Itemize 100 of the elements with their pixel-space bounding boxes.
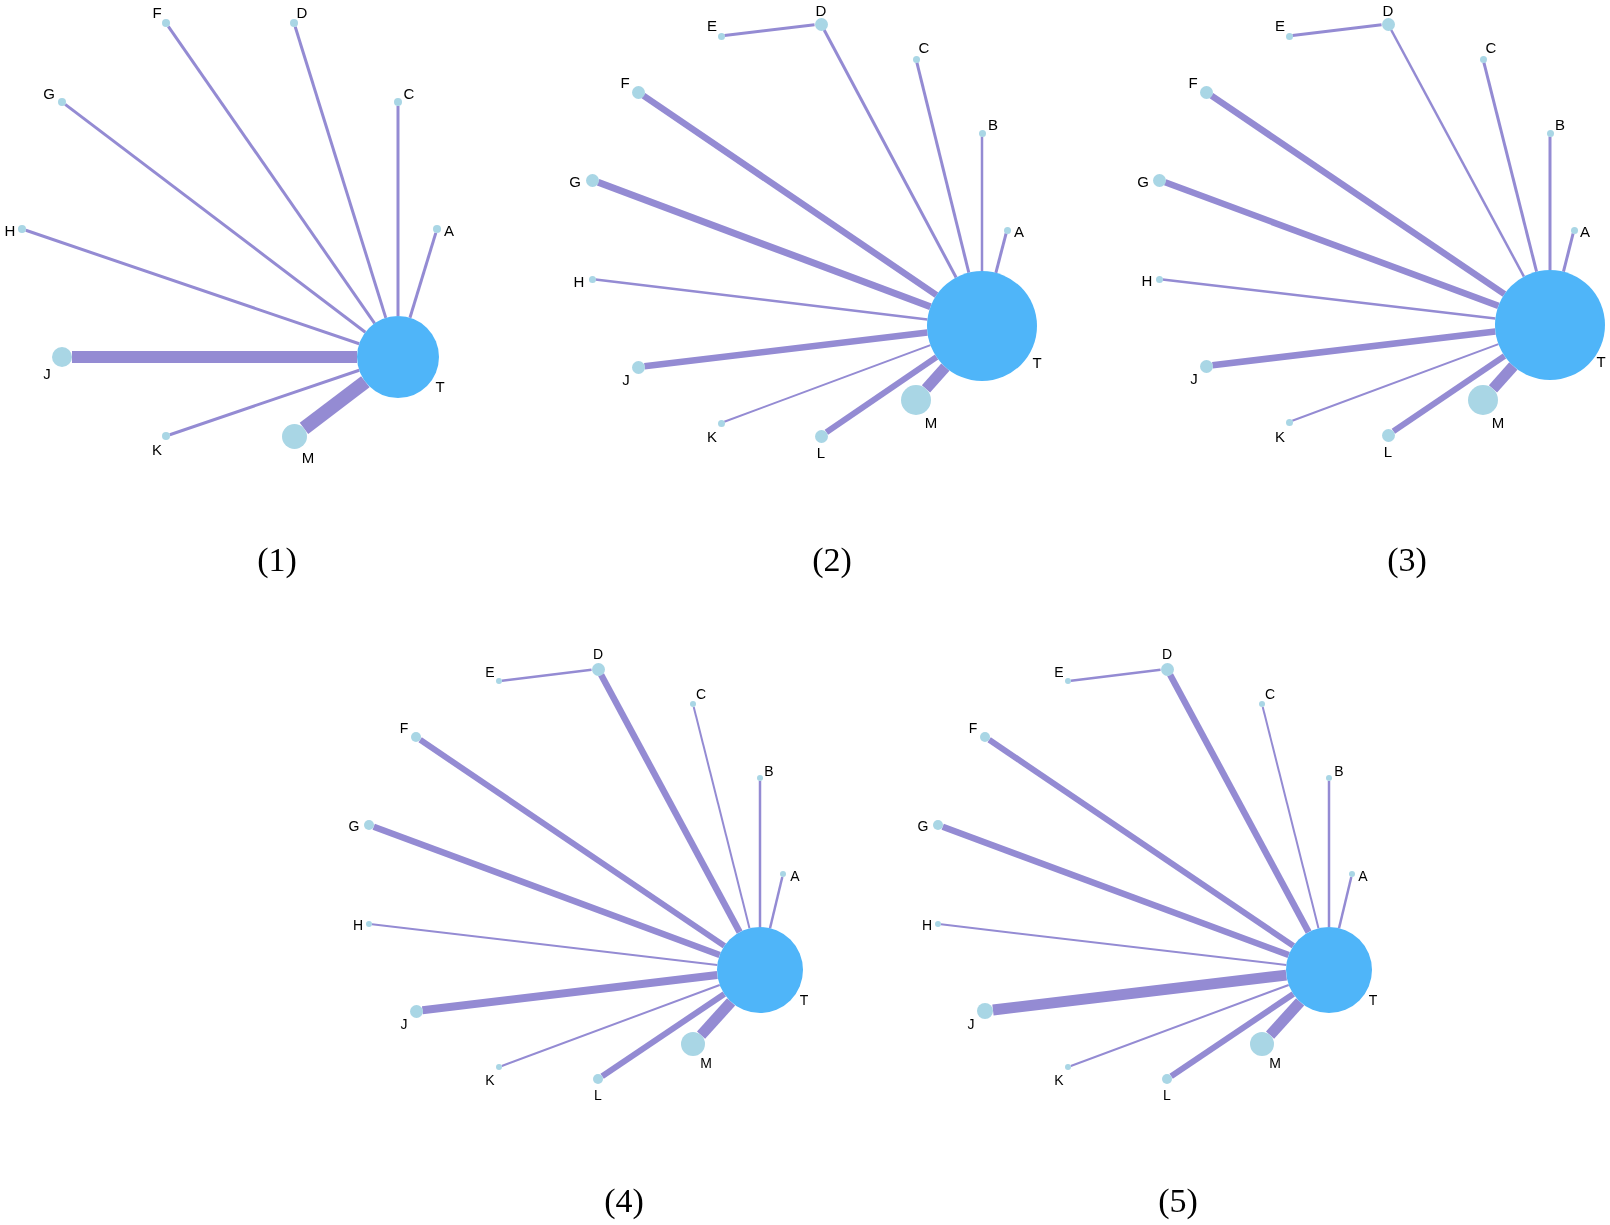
network-edge [768, 876, 784, 929]
node-label: D [592, 647, 604, 661]
node-label: H [573, 273, 585, 289]
node-label: F [399, 721, 409, 735]
node-label: D [815, 2, 827, 18]
node-label: B [988, 116, 998, 132]
network-edge [987, 737, 1296, 949]
network-edge [408, 232, 438, 319]
network-edge [595, 278, 928, 321]
network-edge [1162, 278, 1496, 320]
node-label: H [352, 918, 364, 932]
node-label: A [1358, 869, 1368, 883]
panel-caption: (2) [812, 543, 852, 577]
node-label: F [968, 721, 978, 735]
node-label: L [1163, 1088, 1171, 1102]
network-edge [980, 136, 984, 271]
node-label: A [1580, 223, 1590, 239]
node-label: B [1555, 116, 1565, 132]
network-edge [822, 29, 958, 279]
node-label: L [816, 444, 826, 460]
node-label: L [1383, 443, 1393, 459]
network-edge [1212, 328, 1496, 369]
network-edge [1167, 673, 1312, 934]
network-edge [1070, 668, 1161, 682]
node-label: K [707, 428, 717, 444]
node-label: D [1382, 2, 1394, 18]
node-label: K [1275, 428, 1285, 444]
network-edge [723, 344, 932, 423]
network-edge [1261, 705, 1320, 930]
network-edge [169, 368, 360, 437]
node-label: T [435, 378, 445, 394]
network-edge [1391, 353, 1507, 434]
node-label: H [921, 918, 933, 932]
network-edge [921, 363, 950, 393]
node-label: E [1054, 665, 1064, 679]
node-label: B [764, 764, 774, 778]
node-label: J [622, 371, 630, 387]
node-label: C [1485, 39, 1497, 55]
node-label: M [1491, 414, 1505, 430]
network-edge [501, 668, 592, 682]
node-label: D [296, 4, 308, 20]
network-edge [25, 228, 360, 346]
network-edge [940, 923, 1288, 966]
node-label: M [924, 414, 938, 430]
network-edge [1562, 233, 1575, 273]
network-edge [293, 26, 388, 319]
node-label: A [1014, 223, 1024, 239]
node-label: H [1141, 272, 1153, 288]
node-label: B [1334, 764, 1344, 778]
network-edge [64, 103, 367, 334]
network-edge [1209, 92, 1507, 297]
node-label: T [1596, 353, 1606, 369]
network-edge [1169, 991, 1295, 1079]
network-edge [1163, 179, 1500, 309]
network-edge [915, 62, 971, 273]
network-edge [1488, 362, 1518, 393]
network-edge [396, 106, 400, 316]
network-edge [72, 351, 357, 363]
network-edge [1548, 136, 1552, 270]
network-edge [1482, 62, 1539, 273]
node-label: J [967, 1017, 975, 1031]
node-label: G [1137, 173, 1149, 189]
network-edge [994, 233, 1008, 274]
network-edge [992, 969, 1287, 1016]
node-label: G [348, 819, 360, 833]
node-label: A [790, 869, 800, 883]
node-label: K [152, 441, 162, 457]
panel-caption: (1) [257, 543, 297, 577]
network-edge [371, 923, 719, 966]
node-label: G [43, 85, 55, 101]
network-edge [372, 823, 721, 959]
network-edge [1389, 29, 1526, 278]
network-edge [596, 179, 932, 310]
node-label: F [1188, 74, 1198, 90]
network-edge [697, 998, 736, 1039]
network-edge [1327, 781, 1331, 927]
node-label: J [1190, 370, 1198, 386]
network-edge [641, 92, 939, 298]
node-label: K [485, 1073, 495, 1087]
node-label: H [4, 222, 16, 238]
network-edge [421, 971, 718, 1015]
network-edge [644, 329, 928, 370]
network-edge [500, 984, 721, 1067]
node-label: F [152, 4, 162, 20]
panel-caption: (3) [1387, 543, 1427, 577]
node-label: K [1054, 1073, 1064, 1087]
node-label: C [918, 39, 930, 55]
node-label: L [594, 1088, 602, 1102]
network-edge [724, 23, 815, 38]
node-label: J [43, 365, 51, 381]
network-edge [299, 376, 370, 435]
network-edge [418, 737, 727, 949]
node-label: G [569, 173, 581, 189]
node-label: T [1368, 993, 1378, 1007]
network-edge [1337, 876, 1353, 929]
node-label: E [707, 17, 717, 33]
network-edge [1069, 984, 1290, 1067]
network-edge [600, 991, 726, 1079]
network-edge [1266, 998, 1305, 1039]
node-label: F [620, 74, 630, 90]
